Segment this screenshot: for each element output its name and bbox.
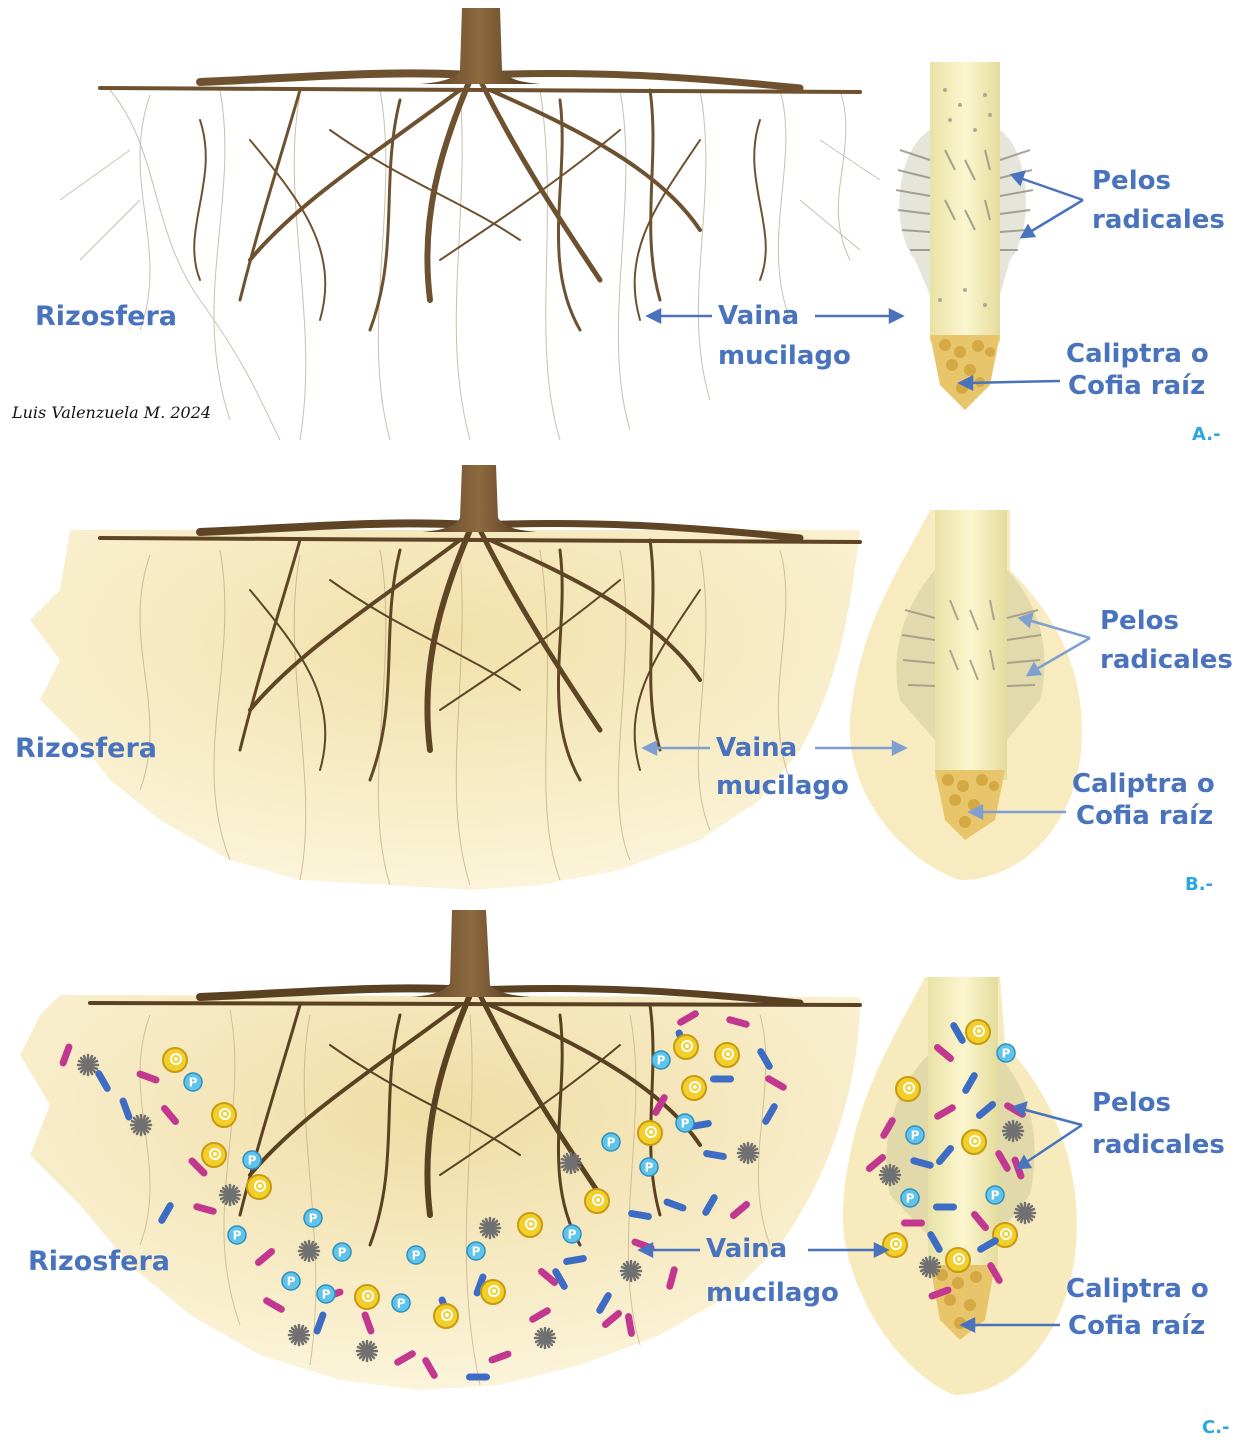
label-root-hairs-1: Pelos: [1092, 165, 1171, 198]
panel-label-b: B.-: [1185, 874, 1213, 895]
panel-b: Rizosfera Vaina mucilago Pelos radicales…: [0, 460, 1249, 900]
label-cap-1: Caliptra o: [1066, 1273, 1209, 1306]
label-rhizosphere: Rizosfera: [28, 1245, 170, 1279]
panel-c: P: [0, 905, 1249, 1441]
main-roots: [100, 73, 860, 330]
label-cap-2: Cofia raíz: [1068, 370, 1205, 403]
label-rhizosphere: Rizosfera: [15, 732, 157, 766]
label-sheath-1: Vaina: [706, 1233, 787, 1266]
panel-a: Rizosfera Vaina mucilago Pelos radicales…: [0, 0, 1249, 450]
tree-trunk: [412, 910, 530, 997]
label-cap-2: Cofia raíz: [1076, 800, 1213, 833]
root-tip: [850, 510, 1082, 880]
panel-c-art: P: [0, 905, 1249, 1441]
panel-label-a: A.-: [1192, 424, 1221, 445]
root-tip: [843, 977, 1077, 1395]
panel-a-art: [0, 0, 1249, 450]
root-tip: [896, 62, 1033, 410]
label-root-hairs-2: radicales: [1092, 204, 1225, 237]
label-sheath-2: mucilago: [718, 340, 851, 373]
label-sheath-2: mucilago: [706, 1277, 839, 1310]
label-root-hairs-2: radicales: [1100, 644, 1233, 677]
label-cap-2: Cofia raíz: [1068, 1310, 1205, 1343]
label-sheath-1: Vaina: [716, 732, 797, 765]
fine-roots: [60, 90, 880, 440]
label-cap-1: Caliptra o: [1072, 768, 1215, 801]
author-credit: Luis Valenzuela M. 2024: [12, 403, 211, 422]
label-root-hairs-1: Pelos: [1100, 605, 1179, 638]
panel-b-art: [0, 460, 1249, 900]
label-sheath-1: Vaina: [718, 300, 799, 333]
mucilage-halo: [30, 530, 860, 890]
label-cap-1: Caliptra o: [1066, 338, 1209, 371]
label-sheath-2: mucilago: [716, 770, 849, 803]
label-root-hairs-2: radicales: [1092, 1129, 1225, 1162]
label-rhizosphere: Rizosfera: [35, 300, 177, 334]
label-root-hairs-1: Pelos: [1092, 1087, 1171, 1120]
panel-label-c: C.-: [1202, 1417, 1230, 1438]
